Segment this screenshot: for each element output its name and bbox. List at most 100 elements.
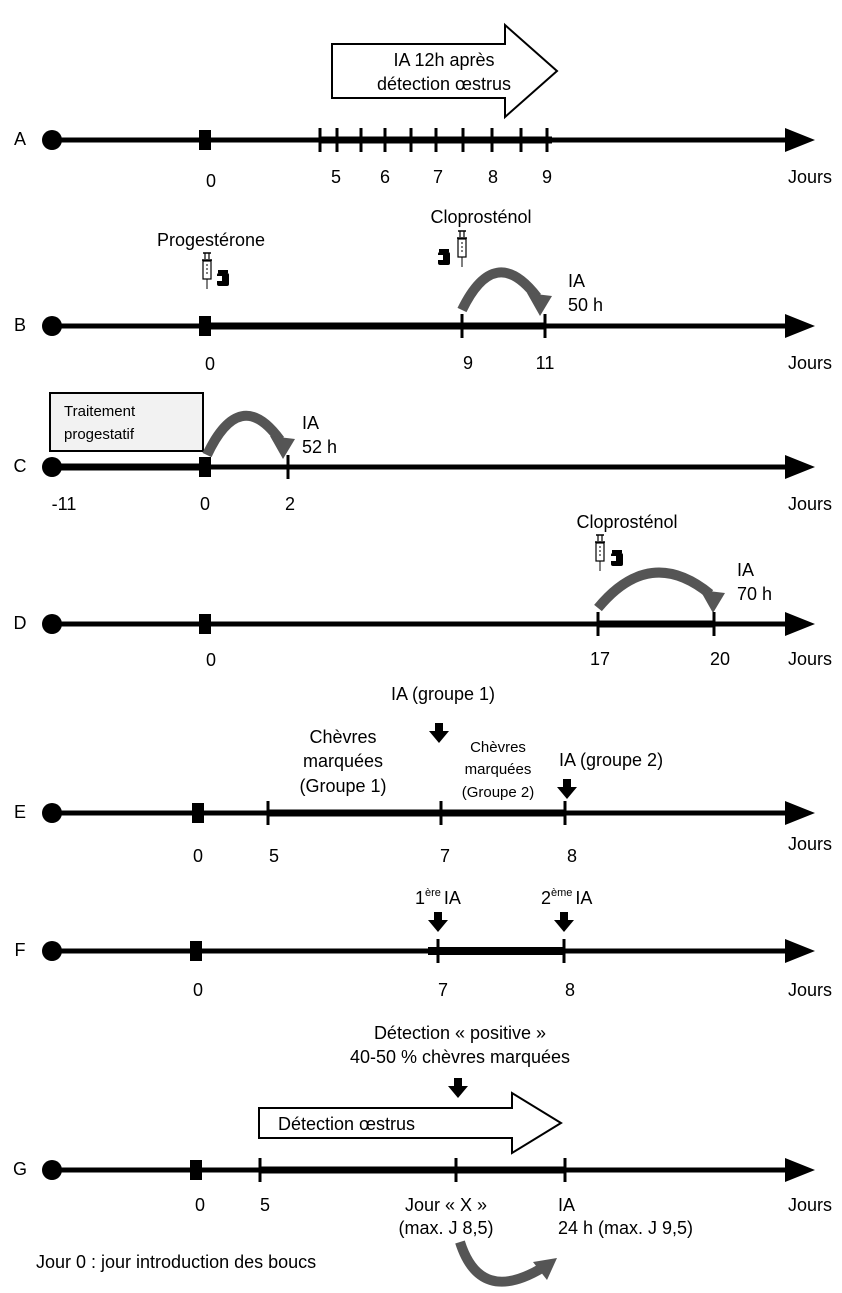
tick-label-a-9: 9: [542, 167, 552, 187]
day-x-line2: (max. J 8,5): [398, 1218, 493, 1238]
tick-label-c-0: 0: [200, 494, 210, 514]
tick-label-d-0: 0: [206, 650, 216, 670]
timeline-d: Cloprosténol IA 70 h D 0 17 20 Jours: [14, 512, 833, 670]
timeline-end-arrow-f: [785, 939, 815, 963]
timeline-end-arrow-d: [785, 612, 815, 636]
treatment-box-line1: Traitement: [64, 403, 136, 420]
progesterone-label-b: Progestérone: [157, 230, 265, 250]
unit-label-d: Jours: [788, 649, 832, 669]
row-letter-g: G: [13, 1159, 27, 1179]
vial-icon: [217, 270, 229, 286]
tick-label-f-8: 8: [565, 980, 575, 1000]
day-x-line1: Jour « X »: [405, 1195, 487, 1215]
tick-label-e-5: 5: [269, 846, 279, 866]
day0-marker-b: [199, 316, 211, 336]
row-letter-c: C: [14, 456, 27, 476]
tick-label-b-9: 9: [463, 353, 473, 373]
down-arrow-icon: [448, 1078, 468, 1098]
tick-label-d-17: 17: [590, 649, 610, 669]
timeline-end-arrow-c: [785, 455, 815, 479]
syringe-icon: [594, 534, 606, 572]
curved-arrow-head-c: [270, 436, 295, 459]
row-letter-b: B: [14, 315, 26, 335]
timeline-b: Progestérone Cloprosténol IA 50 h B 0 9 …: [14, 207, 832, 374]
tick-label-e-7: 7: [440, 846, 450, 866]
timeline-e: IA (groupe 1) Chèvres marquées (Groupe 1…: [14, 684, 832, 866]
tick-label-g-0: 0: [195, 1195, 205, 1215]
vial-icon: [611, 550, 623, 566]
positive-detection-line1: Détection « positive »: [374, 1023, 546, 1043]
ia-group2-label: IA (groupe 2): [559, 750, 663, 770]
tick-label-f-0: 0: [193, 980, 203, 1000]
arrow-text-g: Détection œstrus: [278, 1114, 415, 1134]
arrow-text-a-line2: détection œstrus: [377, 74, 511, 94]
row-letter-e: E: [14, 802, 26, 822]
marked-g2-line2: marquées: [465, 761, 532, 778]
ia-label-d: IA: [737, 560, 754, 580]
tick-label-a-7: 7: [433, 167, 443, 187]
row-letter-a: A: [14, 129, 26, 149]
marked-g1-line1: Chèvres: [309, 727, 376, 747]
oestrus-detection-arrow-a: [331, 22, 559, 120]
cloprostenol-label-d: Cloprosténol: [576, 512, 677, 532]
curved-arrow-g: [455, 1240, 545, 1287]
ia-label-b: IA: [568, 271, 585, 291]
unit-label-e: Jours: [788, 834, 832, 854]
footnote: Jour 0 : jour introduction des boucs: [36, 1252, 316, 1272]
ia-time-c: 52 h: [302, 437, 337, 457]
unit-label-g: Jours: [788, 1195, 832, 1215]
curved-arrow-d: [594, 567, 714, 612]
tick-label-e-0: 0: [193, 846, 203, 866]
tick-label-c-2: 2: [285, 494, 295, 514]
day0-marker-e: [192, 803, 204, 823]
timeline-c: Traitement progestatif IA 52 h C -11 0 2…: [14, 392, 832, 514]
timeline-a: IA 12h après détection œstrus A 0 5 6 7 …: [14, 22, 832, 191]
tick-label-b-11: 11: [536, 353, 555, 373]
ia-label-c: IA: [302, 413, 319, 433]
unit-label-c: Jours: [788, 494, 832, 514]
tick-label-a-6: 6: [380, 167, 390, 187]
marked-g1-line2: marquées: [303, 751, 383, 771]
marked-g2-line3: (Groupe 2): [462, 784, 535, 801]
tick-label-f-7: 7: [438, 980, 448, 1000]
ia-time-b: 50 h: [568, 295, 603, 315]
day0-marker-c: [199, 457, 211, 477]
treatment-box-line2: progestatif: [64, 426, 135, 443]
unit-label-f: Jours: [788, 980, 832, 1000]
day0-marker-a: [199, 130, 211, 150]
ia-label-g: IA: [558, 1195, 575, 1215]
marked-g1-line3: (Groupe 1): [299, 776, 386, 796]
ia-group1-label: IA (groupe 1): [391, 684, 495, 704]
cloprostenol-label-b: Cloprosténol: [430, 207, 531, 227]
arrow-text-a-line1: IA 12h après: [393, 50, 494, 70]
down-arrow-icon: [429, 723, 449, 743]
curved-arrow-c: [202, 410, 285, 458]
ia-time-g: 24 h (max. J 9,5): [558, 1218, 693, 1238]
tick-label-a-0: 0: [206, 171, 216, 191]
day0-marker-g: [190, 1160, 202, 1180]
row-letter-f: F: [15, 940, 26, 960]
day0-marker-f: [190, 941, 202, 961]
positive-detection-line2: 40-50 % chèvres marquées: [350, 1047, 570, 1067]
curved-arrow-head-b: [527, 293, 552, 316]
vial-icon: [438, 249, 450, 265]
timeline-end-arrow-a: [785, 128, 815, 152]
syringe-icon: [201, 252, 213, 290]
oestrus-detection-arrow-g: [258, 1091, 563, 1155]
timeline-end-arrow-g: [785, 1158, 815, 1182]
day0-marker-d: [199, 614, 211, 634]
tick-label-b-0: 0: [205, 354, 215, 374]
tick-label-g-5: 5: [260, 1195, 270, 1215]
ia-time-d: 70 h: [737, 584, 772, 604]
curved-arrow-b: [457, 267, 541, 313]
tick-label-a-8: 8: [488, 167, 498, 187]
timeline-g: Détection « positive » 40-50 % chèvres m…: [13, 1023, 832, 1287]
curved-arrow-head-g: [533, 1258, 557, 1280]
timeline-end-arrow-e: [785, 801, 815, 825]
unit-label-b: Jours: [788, 353, 832, 373]
tick-label-c-minus11: -11: [52, 494, 77, 514]
